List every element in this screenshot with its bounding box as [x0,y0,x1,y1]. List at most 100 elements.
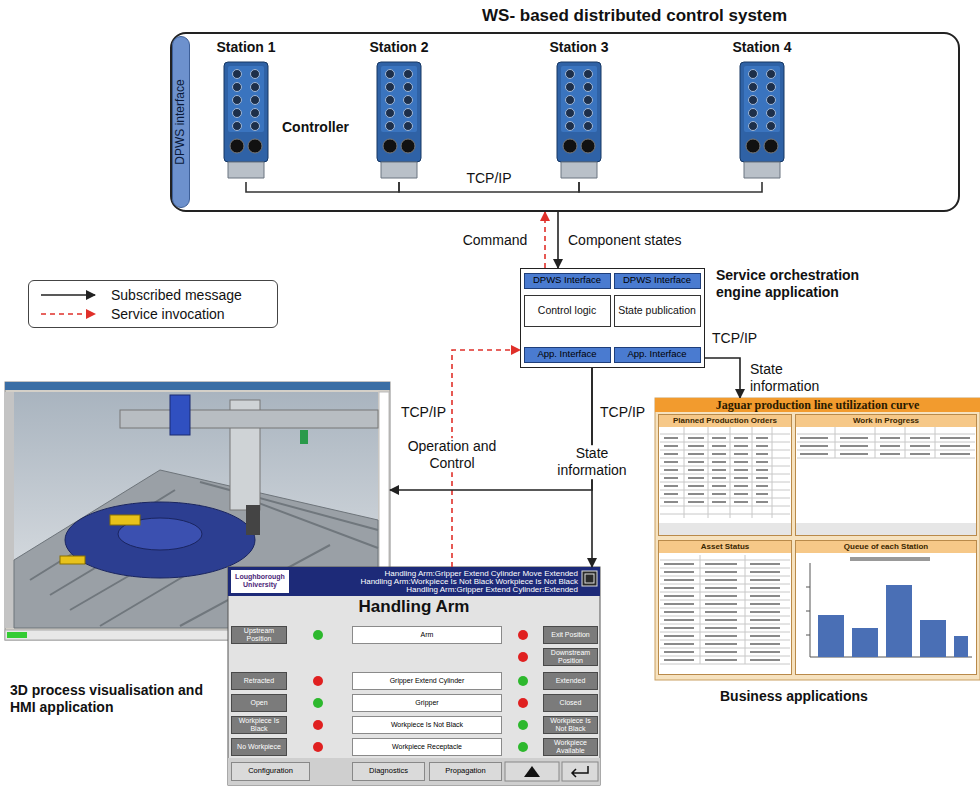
interface-box: App. Interface [614,347,701,363]
heading-text: Queue of each Station [796,541,976,553]
network-bus [579,182,762,192]
table-cells [800,438,970,454]
box-text: Station 2 [369,40,428,55]
hmi-button: Exit Position [543,626,598,644]
panel-background [658,540,792,675]
window-icon [582,571,597,586]
status-lamp [313,630,323,640]
cylinder [60,556,85,564]
gripper [246,505,260,535]
heading-text: Business applications [720,688,868,705]
hmi-button: Retracted [231,672,287,690]
chart-axes [810,563,972,657]
hmi-header [228,567,600,596]
box-text: DPWS Interface [533,275,601,285]
hmi-button: Extended [543,672,598,690]
status-message: Handling Arm:Gripper Extend Cylinder:Ext… [406,585,578,594]
table-grid [797,427,975,458]
vertical-label: DPWS interface [174,79,187,164]
heading-text: 3D process visualisation and HMI applica… [10,682,225,716]
panel-background [795,414,977,536]
logo-box [231,570,289,593]
hmi-button: No Workpiece [231,738,287,756]
box-text: Workpiece Is Not Black [391,721,463,729]
connector-label: Command [461,232,530,249]
arm-beam [120,410,378,428]
station-controller: Station 4 [725,40,799,182]
panel-background [795,540,977,675]
heading-text: Asset Status [659,541,791,553]
interface-box: DPWS Interface [524,273,611,289]
table-cells [664,438,768,502]
status-lamp [313,698,323,708]
box-text: Workpiece Is Black [234,717,284,732]
box-text: Closed [560,699,582,707]
status-lamp [313,720,323,730]
station-controller: Station 1 [209,40,283,182]
legend-sample [39,308,99,320]
hmi-field: Gripper Extend Cylinder [352,672,502,690]
network-bus [246,182,399,192]
interface-box: DPWS Interface [614,273,701,289]
legend-row: Service invocation [39,304,267,323]
status-lamp [518,720,528,730]
dashboard-panel: Asset Status [658,540,792,675]
sensor [300,430,308,444]
connector-label: State information [748,361,833,395]
chart-ticks [806,587,810,635]
heading-text: Jaguar production line utilization curve [655,398,980,412]
status-lamp [518,630,528,640]
box-text: DPWS Interface [623,275,691,285]
hmi-button: Workpiece Is Black [231,716,287,734]
controller-device [224,62,268,178]
controller-device [740,62,784,178]
network-label: TCP/IP [600,404,645,420]
box-text: Station 1 [216,40,275,55]
hmi-button: Open [231,694,287,712]
chart-bar [852,628,878,657]
chart-bar [920,620,946,657]
chart-bar [886,585,912,657]
orchestration-engine: Service orchestration engine application… [520,268,705,368]
box-text: Control logic [538,305,596,317]
connector-label: TCP/IP [464,170,513,187]
tab-strip [228,758,600,785]
heading-text: Handling Arm [228,598,600,617]
dashboard-panel: Planned Production Orders [658,414,792,536]
up-button [505,762,559,781]
box-text: State publication [618,305,696,317]
actuator [170,395,190,435]
hmi-field: Gripper [352,694,502,712]
box-text: No Workpiece [237,743,281,751]
legend-text: Service invocation [111,306,225,322]
status-lamp [7,632,27,638]
status-lamp [518,742,528,752]
box-text: Downstream Position [546,649,595,664]
hmi-window: Handling ArmUpstream Position Arm Exit Pos… [228,567,600,785]
chart-bar [954,636,968,657]
box-text: Workpiece Is Not Black [546,717,595,732]
rotary-table [65,502,255,578]
legend-line [41,313,95,315]
legend-line [41,294,95,296]
subscribed-message-arrow [557,212,559,268]
box-text: Propagation [445,767,485,775]
scroll-bar [796,523,976,535]
controller-device [557,62,601,178]
status-lamp [518,676,528,686]
hmi-screen [228,567,600,785]
dashboard-panel: Work in Progress [795,414,977,536]
connector-label: State information [551,445,633,479]
box-text: Arm [421,631,434,639]
chart-bar [818,615,844,657]
subscribed-message-arrow [705,358,740,398]
business-screen [655,398,980,680]
legend-row: Subscribed message [39,285,267,304]
status-lamp [313,676,323,686]
logic-box: Control logic [524,295,611,327]
status-message: Handling Arm:Workpiece Is Not Black Work… [360,577,578,586]
hmi-button: Upstream Position [231,626,287,644]
